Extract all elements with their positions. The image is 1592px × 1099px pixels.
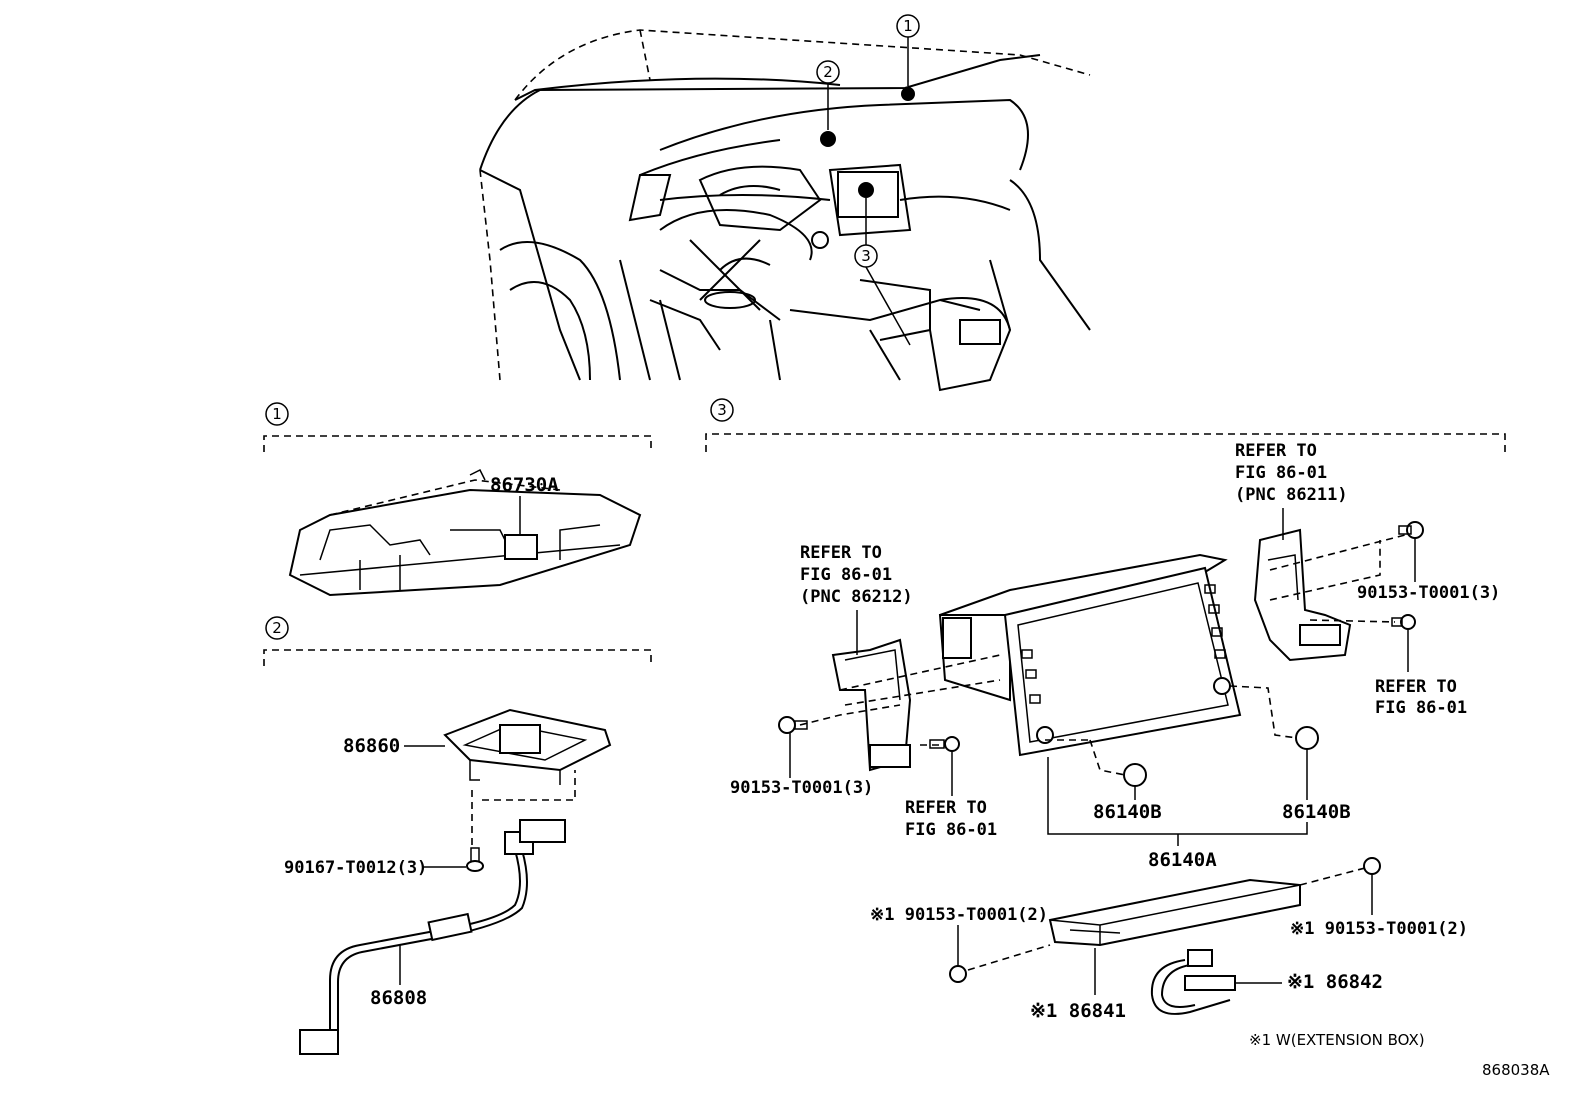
knob-86140B-a-part xyxy=(1123,763,1147,787)
screw-90153-left-part xyxy=(778,716,808,734)
overhead-console-part xyxy=(288,468,642,597)
bracket-86860-part xyxy=(443,708,612,785)
ref-top-right-line1: REFER TO xyxy=(1235,441,1317,461)
ref-top-right-line2: FIG 86-01 xyxy=(1235,463,1327,483)
ref-right-line1: REFER TO xyxy=(1375,677,1457,697)
label-86140A: 86140A xyxy=(1148,849,1217,871)
screw-bracket-left-part xyxy=(929,736,960,752)
label-86841: ※1 86841 xyxy=(1030,1000,1126,1022)
ref-top-right-line3: (PNC 86211) xyxy=(1235,485,1348,505)
svg-text:1: 1 xyxy=(903,17,913,35)
screw-90167-part xyxy=(466,847,484,872)
figure-id: 868038A xyxy=(1482,1061,1550,1079)
ref-bottom-line1: REFER TO xyxy=(905,798,987,818)
screw-ext-left-part xyxy=(949,965,967,983)
screw-bracket-right-part xyxy=(1391,614,1416,630)
label-90153-left: 90153-T0001(3) xyxy=(730,778,873,798)
label-90167-T0012: 90167-T0012(3) xyxy=(284,858,427,878)
callout-1-overview: 1 xyxy=(896,14,920,101)
label-86140B-a: 86140B xyxy=(1093,801,1162,823)
label-86842: ※1 86842 xyxy=(1287,971,1383,993)
section-3: 3 xyxy=(705,398,1506,1022)
label-86730A: 86730A xyxy=(490,474,559,496)
ref-bottom-line2: FIG 86-01 xyxy=(905,820,997,840)
label-86808: 86808 xyxy=(370,987,427,1009)
dashboard-overview-illustration xyxy=(479,29,1091,392)
ref-left-line1: REFER TO xyxy=(800,543,882,563)
display-unit-86140A-part xyxy=(938,553,1242,757)
label-86860: 86860 xyxy=(343,735,400,757)
label-86140B-b: 86140B xyxy=(1282,801,1351,823)
svg-text:2: 2 xyxy=(272,619,282,637)
callout-3-overview: 3 xyxy=(854,182,911,346)
ref-left-line2: FIG 86-01 xyxy=(800,565,892,585)
left-bracket-part xyxy=(831,638,912,772)
footnote-extension-box: ※1 W(EXTENSION BOX) xyxy=(1249,1031,1425,1049)
harness-86842-part xyxy=(1150,949,1236,1015)
callout-2-overview: 2 xyxy=(816,60,840,147)
ref-right-line2: FIG 86-01 xyxy=(1375,698,1467,718)
section-1: 1 86730A xyxy=(263,402,652,597)
screw-ext-right-part xyxy=(1363,857,1381,875)
knob-86140B-b-part xyxy=(1295,726,1319,750)
svg-text:3: 3 xyxy=(717,401,727,419)
harness-86808-part xyxy=(299,819,566,1055)
section-2: 2 86860 90167-T0012(3) 8 xyxy=(263,616,652,1055)
svg-text:1: 1 xyxy=(272,405,282,423)
label-90153-ext-right: ※1 90153-T0001(2) xyxy=(1290,919,1468,939)
svg-text:3: 3 xyxy=(861,247,871,265)
ref-left-line3: (PNC 86212) xyxy=(800,587,913,607)
label-90153-ext-left: ※1 90153-T0001(2) xyxy=(870,905,1048,925)
label-90153-right: 90153-T0001(3) xyxy=(1357,583,1500,603)
right-bracket-part xyxy=(1253,528,1352,662)
extension-box-86841-part xyxy=(1048,878,1301,947)
svg-text:2: 2 xyxy=(823,63,833,81)
